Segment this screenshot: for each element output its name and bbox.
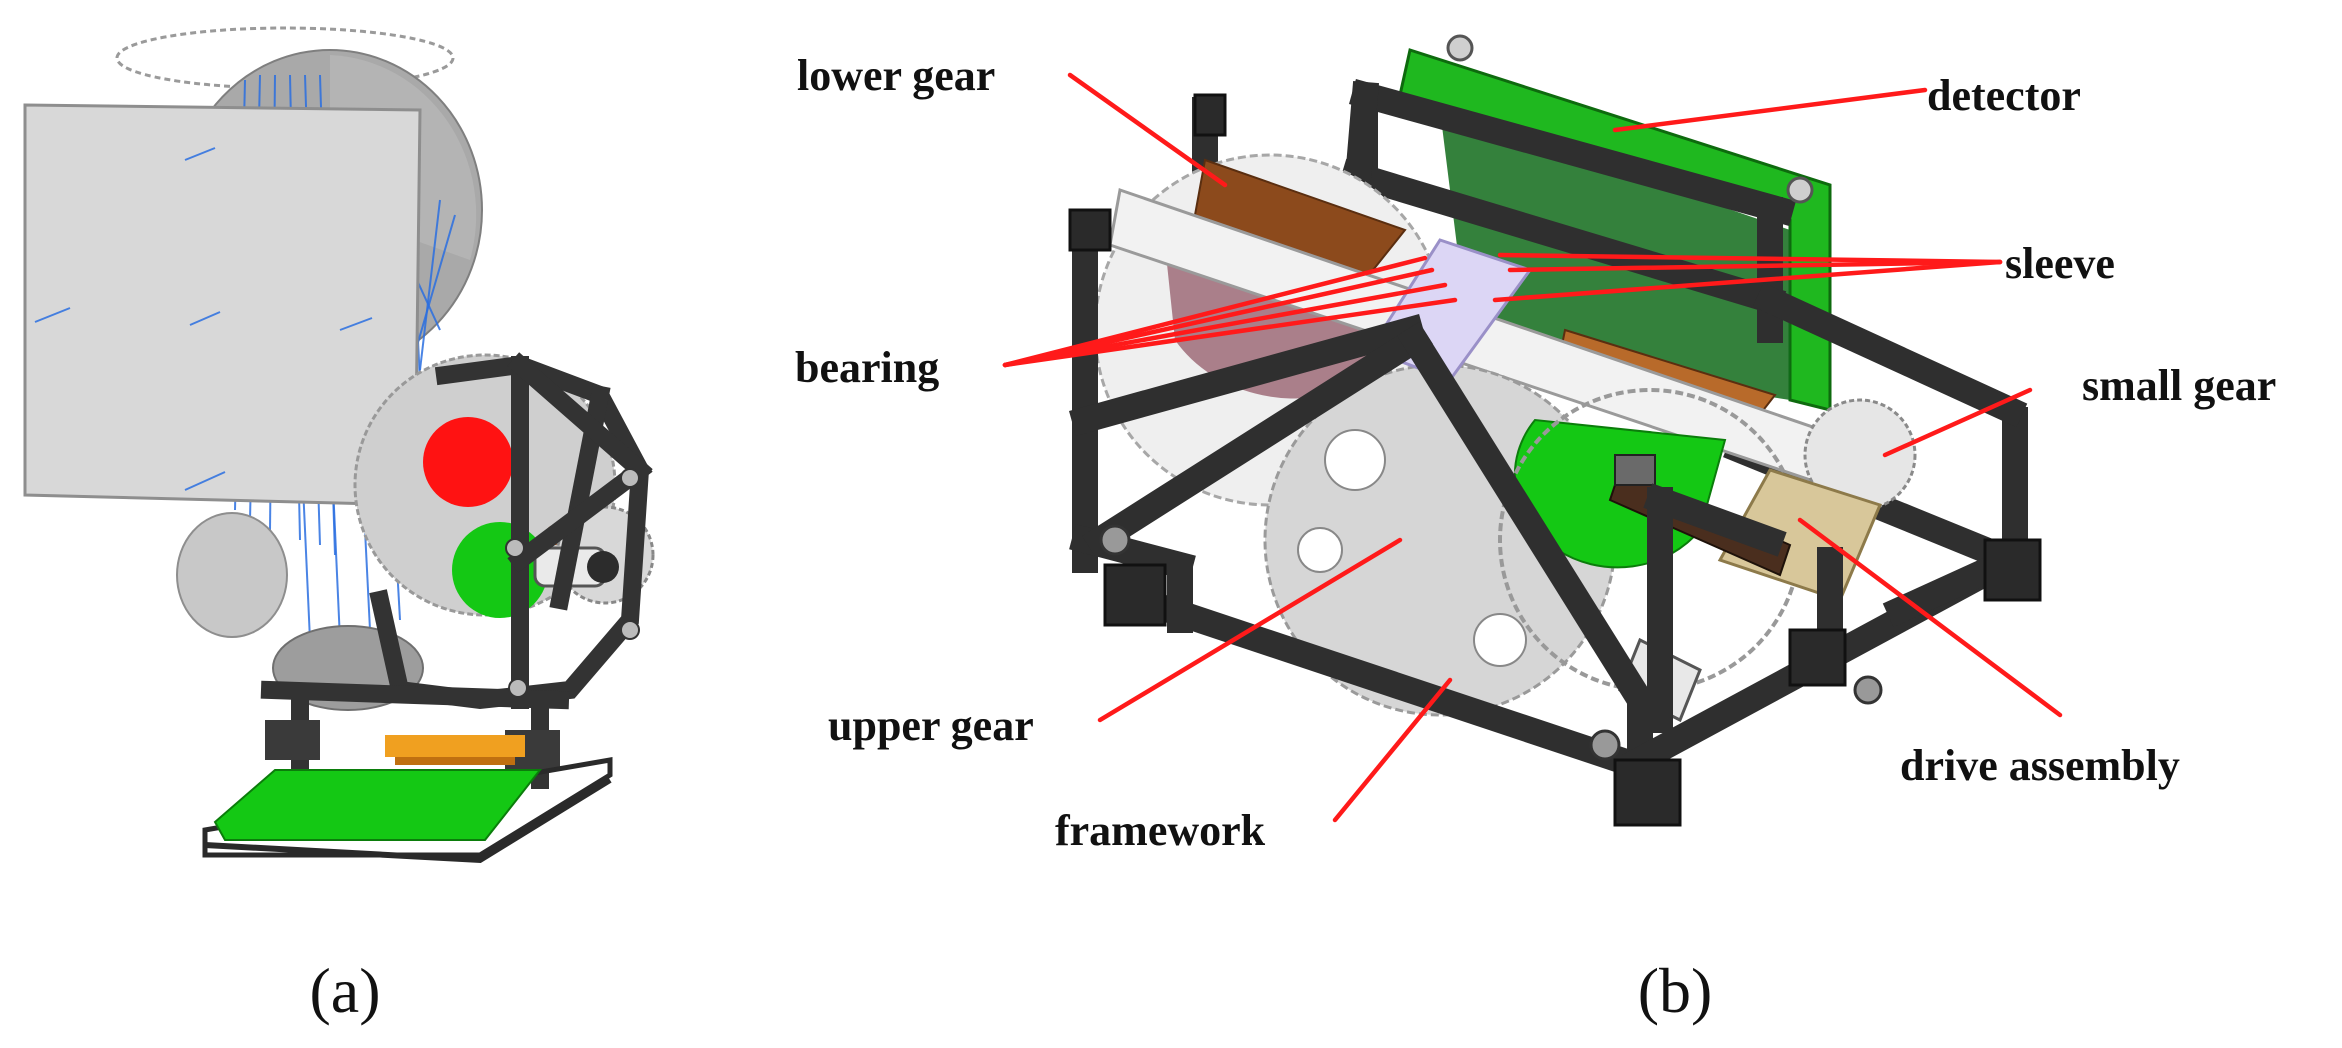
leader-bearing-2 <box>1002 267 1435 368</box>
bolt-a-2 <box>620 468 640 488</box>
leader-lower-gear <box>1067 72 1228 188</box>
label-small-gear: small gear <box>2082 361 2276 410</box>
fold-mirror-rays <box>34 147 373 491</box>
corner-blocks <box>1068 93 2042 827</box>
leader-sleeve-1 <box>1497 252 2003 265</box>
leader-upper-gear <box>1097 537 1403 723</box>
leader-lines <box>1002 72 2063 823</box>
base-frame-a <box>202 757 613 858</box>
label-detector: detector <box>1927 71 2081 120</box>
fold-mirror <box>23 103 422 507</box>
leader-bearing-4 <box>1002 297 1458 368</box>
orange-strip-a2 <box>395 757 515 765</box>
caption-a: (a) <box>309 955 380 1026</box>
bolt-a-4 <box>508 678 528 698</box>
leader-drive-assembly <box>1797 517 2063 718</box>
secondary-lens <box>176 512 288 638</box>
upper-gear-hole-1 <box>1324 429 1386 491</box>
label-upper-gear: upper gear <box>828 701 1034 750</box>
leader-small-gear <box>1882 387 2033 458</box>
label-framework: framework <box>1055 806 1266 855</box>
leader-sleeve-2 <box>1507 259 2003 273</box>
panel-b: lower gear detector sleeve bearing small… <box>795 34 2276 1026</box>
leader-detector <box>1612 87 1928 133</box>
small-gear <box>1803 398 1917 512</box>
bolt-a-1 <box>505 538 525 558</box>
leader-bearing-3 <box>1002 282 1448 368</box>
leader-sleeve-3 <box>1492 259 2003 303</box>
caption-b: (b) <box>1638 955 1713 1026</box>
drive-clip <box>1614 454 1656 486</box>
upper-gear-hole-2 <box>1297 527 1343 573</box>
label-bearing: bearing <box>795 343 939 392</box>
label-drive-assembly: drive assembly <box>1900 741 2180 790</box>
base-rail-a <box>204 777 612 864</box>
motor-cap-a <box>587 551 619 583</box>
orange-strip-a <box>385 735 525 757</box>
leader-framework <box>1332 677 1453 823</box>
bolt-a-3 <box>620 620 640 640</box>
label-sleeve: sleeve <box>2005 239 2115 288</box>
panel-a: (a) <box>23 26 655 1026</box>
red-filter-a <box>423 417 513 507</box>
upper-gear-hole-3 <box>1473 613 1527 667</box>
rollers <box>1099 34 1883 761</box>
green-board-a <box>213 769 543 841</box>
label-lower-gear: lower gear <box>797 51 995 100</box>
